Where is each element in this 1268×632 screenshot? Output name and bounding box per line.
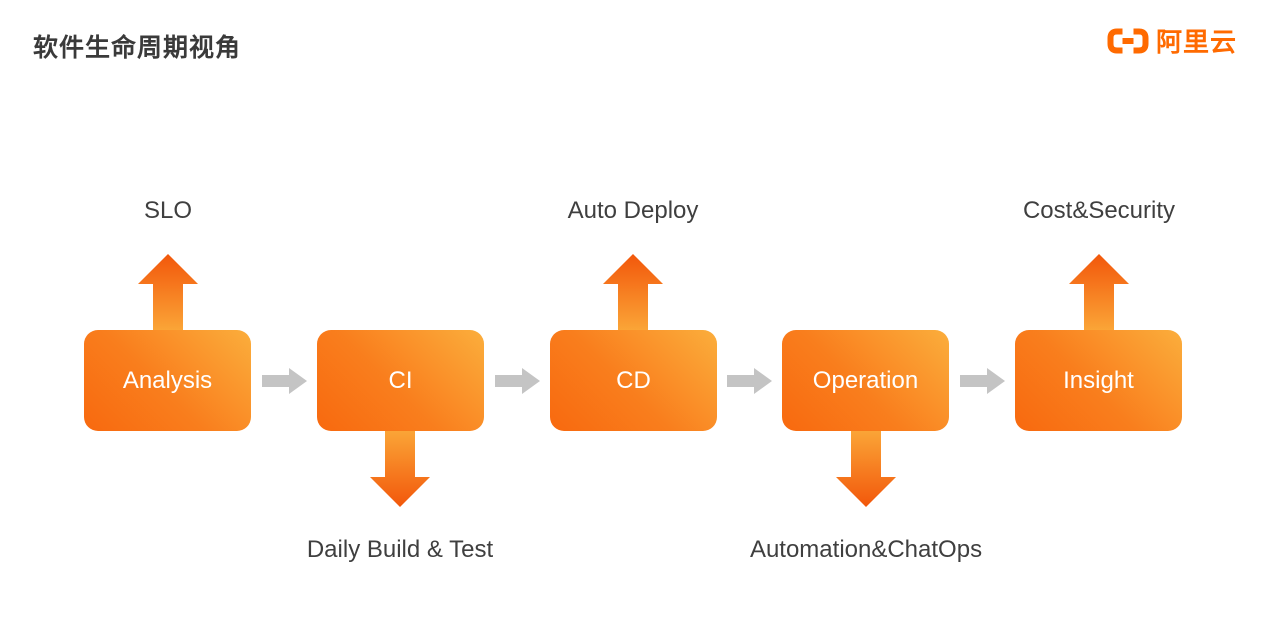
right-block-arrow-icon xyxy=(262,368,307,394)
up-arrow-icon xyxy=(603,254,663,332)
up-arrow-icon xyxy=(138,254,198,332)
up-arrow-icon xyxy=(1069,254,1129,332)
callout-automation-chatops: Automation&ChatOps xyxy=(749,536,983,563)
right-block-arrow-icon xyxy=(960,368,1005,394)
stage-label: Insight xyxy=(1063,366,1134,394)
stage-box-operation: Operation xyxy=(782,330,949,431)
down-arrow-icon xyxy=(370,429,430,507)
stage-label: Operation xyxy=(812,366,919,394)
stage-box-insight: Insight xyxy=(1015,330,1182,431)
stage-label: CD xyxy=(616,366,651,394)
callout-auto-deploy: Auto Deploy xyxy=(567,197,699,224)
brand-logo: 阿里云 xyxy=(1105,22,1237,59)
stage-box-analysis: Analysis xyxy=(84,330,251,431)
stage-box-ci: CI xyxy=(317,330,484,431)
right-block-arrow-icon xyxy=(495,368,540,394)
callout-cost-security: Cost&Security xyxy=(1022,197,1176,224)
page-title: 软件生命周期视角 xyxy=(33,34,242,62)
callout-daily-build-test: Daily Build & Test xyxy=(306,536,494,563)
right-block-arrow-icon xyxy=(727,368,772,394)
callout-slo: SLO xyxy=(143,197,193,224)
stage-label: CI xyxy=(388,366,413,394)
alibaba-cloud-brackets-icon xyxy=(1105,26,1151,56)
stage-label: Analysis xyxy=(122,366,213,394)
down-arrow-icon xyxy=(836,429,896,507)
brand-name: 阿里云 xyxy=(1155,27,1237,57)
stage-box-cd: CD xyxy=(550,330,717,431)
